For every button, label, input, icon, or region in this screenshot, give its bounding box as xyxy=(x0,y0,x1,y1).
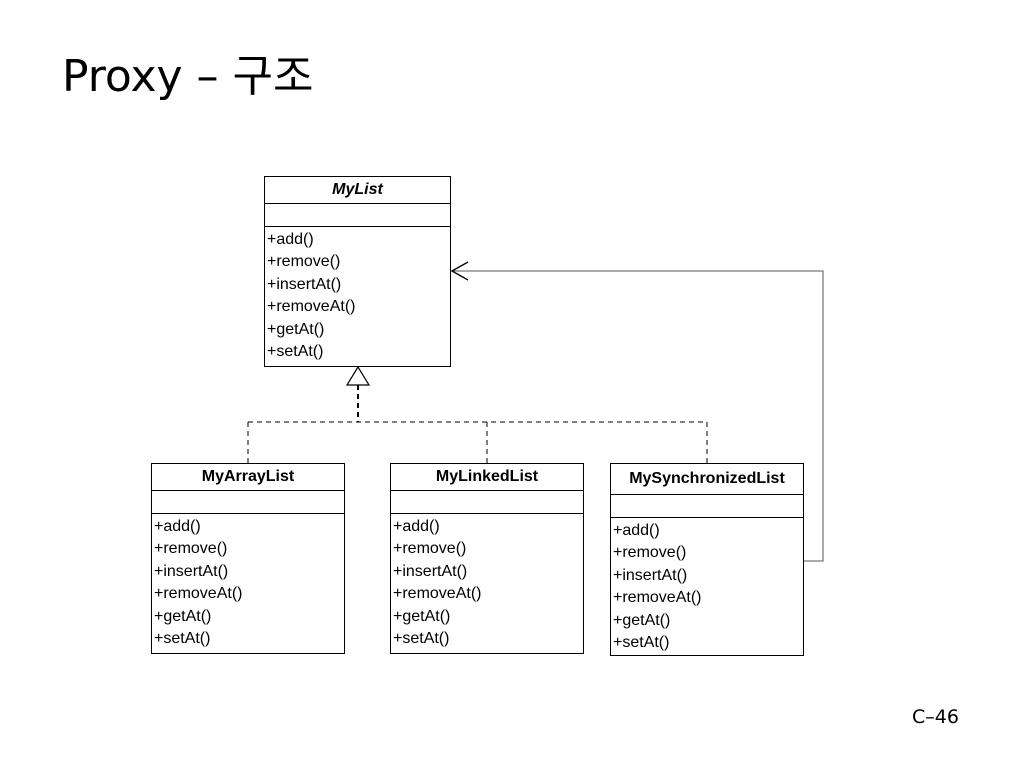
operation: +remove() xyxy=(267,253,341,271)
association-line xyxy=(452,270,824,562)
class-name: MySynchronizedList xyxy=(611,464,803,495)
operation: +setAt() xyxy=(393,630,450,648)
operations-compartment: +add() +remove() +insertAt() +removeAt()… xyxy=(265,227,450,363)
operation: +insertAt() xyxy=(613,566,688,584)
association-arrowhead xyxy=(450,261,469,281)
operations-compartment: +add() +remove() +insertAt() +removeAt()… xyxy=(611,518,803,654)
operation: +setAt() xyxy=(613,634,670,652)
operations-compartment: +add() +remove() +insertAt() +removeAt()… xyxy=(152,514,344,650)
class-myarraylist: MyArrayList +add() +remove() +insertAt()… xyxy=(151,463,345,654)
page-number: C–46 xyxy=(912,706,959,728)
operations-compartment: +add() +remove() +insertAt() +removeAt()… xyxy=(391,514,583,650)
class-mylinkedlist: MyLinkedList +add() +remove() +insertAt(… xyxy=(390,463,584,654)
slide-title: Proxy – 구조 xyxy=(62,51,314,102)
operation: +remove() xyxy=(154,540,228,558)
class-name: MyList xyxy=(265,177,450,204)
realization-lines xyxy=(247,385,708,463)
attributes-compartment xyxy=(391,491,583,514)
operation: +insertAt() xyxy=(267,275,342,293)
operation: +removeAt() xyxy=(613,589,702,607)
operation: +add() xyxy=(154,518,201,535)
operation: +removeAt() xyxy=(154,585,243,603)
realization-arrowhead xyxy=(345,365,371,386)
operation: +removeAt() xyxy=(393,585,482,603)
operation: +remove() xyxy=(613,544,687,562)
operation: +add() xyxy=(613,522,660,539)
operation: +setAt() xyxy=(267,343,324,361)
operation: +setAt() xyxy=(154,630,211,648)
attributes-compartment xyxy=(152,491,344,514)
operation: +insertAt() xyxy=(393,562,468,580)
class-mysynchronizedlist: MySynchronizedList +add() +remove() +ins… xyxy=(610,463,804,656)
attributes-compartment xyxy=(611,495,803,518)
operation: +removeAt() xyxy=(267,298,356,316)
operation: +remove() xyxy=(393,540,467,558)
class-name: MyLinkedList xyxy=(391,464,583,491)
operation: +add() xyxy=(393,518,440,535)
operation: +getAt() xyxy=(393,607,451,625)
attributes-compartment xyxy=(265,204,450,227)
operation: +getAt() xyxy=(613,611,671,629)
class-mylist: MyList +add() +remove() +insertAt() +rem… xyxy=(264,176,451,367)
operation: +add() xyxy=(267,231,314,248)
operation: +getAt() xyxy=(154,607,212,625)
operation: +insertAt() xyxy=(154,562,229,580)
operation: +getAt() xyxy=(267,320,325,338)
class-name: MyArrayList xyxy=(152,464,344,491)
